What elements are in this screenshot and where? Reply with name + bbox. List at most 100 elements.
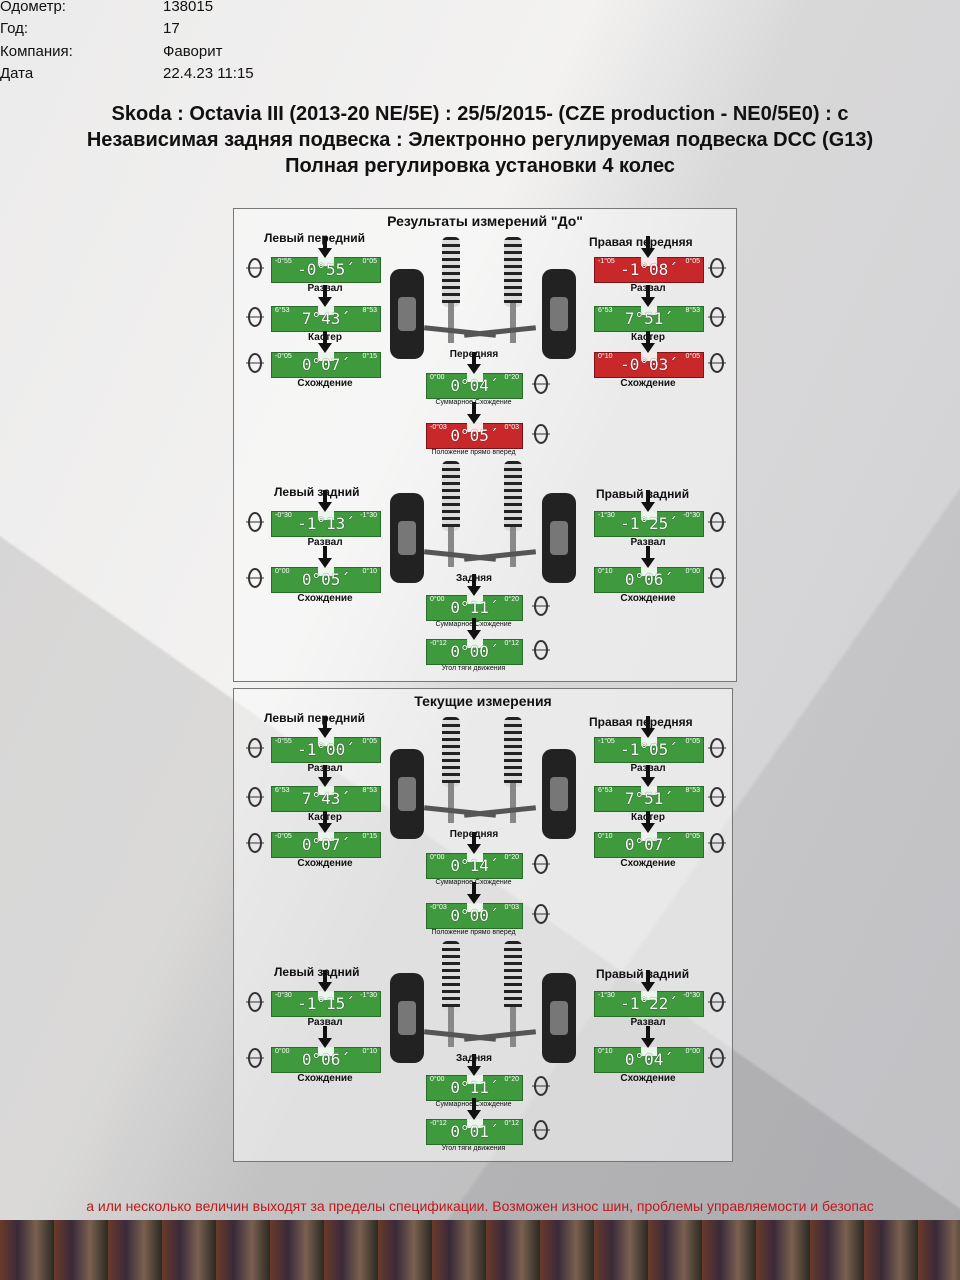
rear-left-toe-bar-max-limit: 0°10 <box>362 1048 377 1055</box>
front-left-toe-wheel-icon <box>244 832 266 854</box>
front-left-toe-bar-max-limit: 0°15 <box>362 353 377 360</box>
rear-left-toe-label: Схождение <box>297 593 353 604</box>
rear-left-toe-bar-value: 0°06´ <box>301 1050 351 1069</box>
thrust-angle-bar-pointer-icon <box>466 1098 481 1120</box>
front-total-toe-icon <box>530 373 552 395</box>
rear-left-toe-bar-max-limit: 0°10 <box>362 568 377 575</box>
rear-total-toe-bar-min-limit: 0°00 <box>430 1076 445 1083</box>
rear-left-camber-label: Развал <box>307 1017 343 1028</box>
front-left-camber-bar-value: -1°00´ <box>297 740 355 759</box>
front-right-camber-bar-min-limit: -1°05 <box>598 258 615 265</box>
rear-right-camber-bar-pointer-icon <box>641 970 655 992</box>
front-right-suspension-diagram-control-arm <box>463 325 537 338</box>
thrust-angle-icon <box>530 639 552 661</box>
front-left-camber-bar-marker <box>318 737 334 746</box>
rear-left-toe-wheel-icon <box>244 1047 266 1069</box>
front-right-caster-bar-pointer-icon <box>641 765 655 787</box>
front-left-suspension-diagram-strut <box>448 303 454 343</box>
meta-key-company: Компания: <box>0 43 73 60</box>
front-left-toe-bar-value: 0°07´ <box>301 835 351 854</box>
rear-left-camber-bar-value: -1°13´ <box>297 514 355 533</box>
front-right-camber-bar-max-limit: 0°05 <box>685 258 700 265</box>
front-left-caster-bar-min-limit: 6°53 <box>275 787 290 794</box>
front-left-toe-bar-pointer-icon <box>318 811 332 833</box>
front-right-suspension-diagram-strut <box>510 783 516 823</box>
front-right-camber-bar-pointer-icon <box>641 236 655 258</box>
steering-straight-ahead-bar-marker <box>466 423 483 432</box>
front-right-camber-bar-value: -1°05´ <box>620 740 678 759</box>
front-right-suspension-diagram-spring <box>504 237 522 307</box>
rear-right-suspension-diagram-strut <box>510 527 516 567</box>
thrust-angle-label: Угол тяги движения <box>441 1145 506 1152</box>
front-right-toe-bar-pointer-icon <box>641 331 655 353</box>
steering-straight-ahead-bar-min-limit: -0°03 <box>430 904 447 911</box>
rear-right-label: Правый задний <box>596 967 690 981</box>
front-right-camber-bar-min-limit: -1°05 <box>598 738 615 745</box>
front-right-toe-bar-max-limit: 0°05 <box>685 353 700 360</box>
rear-right-camber-label: Развал <box>630 537 666 548</box>
rear-total-toe-bar-value: 0°11´ <box>450 598 499 617</box>
front-left-suspension-diagram <box>384 717 504 847</box>
steering-straight-ahead-bar-pointer-icon <box>466 402 481 424</box>
rear-total-toe-bar-min-limit: 0°00 <box>430 596 445 603</box>
steering-straight-ahead-bar-marker <box>466 903 483 912</box>
front-left-caster-bar-pointer-icon <box>318 285 332 307</box>
rear-left-camber-bar-max-limit: -1°30 <box>360 512 377 519</box>
front-left-camber-bar-min-limit: -0°55 <box>275 738 292 745</box>
rear-left-camber-bar: -0°30-1°30-1°15´ <box>271 991 381 1017</box>
rear-right-toe-wheel-icon <box>706 567 728 589</box>
rear-right-toe-bar-marker <box>641 1047 657 1056</box>
rear-left-toe-bar-pointer-icon <box>318 1026 332 1048</box>
rear-right-camber-bar: -1°30-0°30-1°25´ <box>594 511 704 537</box>
meta-key-date: Дата <box>0 65 34 82</box>
rear-total-toe-icon <box>530 1075 552 1097</box>
front-right-toe-wheel-icon <box>706 352 728 374</box>
rear-total-toe-icon <box>530 595 552 617</box>
rear-left-suspension-diagram-wheel <box>390 493 424 583</box>
meta-value-company: Фаворит <box>163 43 223 60</box>
rear-right-toe-bar-marker <box>641 567 657 576</box>
front-right-toe-label: Схождение <box>620 378 676 389</box>
rear-left-camber-bar-min-limit: -0°30 <box>275 512 292 519</box>
front-right-caster-bar-min-limit: 6°53 <box>598 307 613 314</box>
front-left-toe-wheel-icon <box>244 352 266 374</box>
front-left-suspension-diagram-wheel <box>390 749 424 839</box>
front-left-toe-label: Схождение <box>297 858 353 869</box>
front-left-suspension-diagram-strut <box>448 783 454 823</box>
rear-right-toe-label: Схождение <box>620 593 676 604</box>
front-left-suspension-diagram-spring <box>442 237 460 307</box>
front-left-camber-wheel-icon <box>244 737 266 759</box>
front-total-toe-icon <box>530 853 552 875</box>
front-right-suspension-diagram-control-arm <box>463 805 537 818</box>
front-right-suspension-diagram-wheel <box>542 749 576 839</box>
rear-left-camber-bar-value: -1°15´ <box>297 994 355 1013</box>
steering-straight-ahead-bar-min-limit: -0°03 <box>430 424 447 431</box>
front-right-suspension-diagram-strut <box>510 303 516 343</box>
rear-right-camber-bar-min-limit: -1°30 <box>598 512 615 519</box>
thrust-angle-bar-max-limit: 0°12 <box>504 640 519 647</box>
rear-right-toe-bar-max-limit: 0°00 <box>685 568 700 575</box>
thrust-angle-bar-value: 0°01´ <box>450 1122 499 1141</box>
steering-straight-ahead-bar-max-limit: 0°03 <box>504 904 519 911</box>
rear-left-suspension-diagram-wheel <box>390 973 424 1063</box>
thrust-angle-bar-min-limit: -0°12 <box>430 640 447 647</box>
rear-left-toe-wheel-icon <box>244 567 266 589</box>
rear-right-suspension-diagram-spring <box>504 461 522 531</box>
front-left-caster-bar-max-limit: 8°53 <box>362 787 377 794</box>
rear-total-toe-bar-max-limit: 0°20 <box>504 1076 519 1083</box>
front-left-camber-bar-min-limit: -0°55 <box>275 258 292 265</box>
rear-left-toe-bar-marker <box>318 567 334 576</box>
rear-right-camber-bar-min-limit: -1°30 <box>598 992 615 999</box>
